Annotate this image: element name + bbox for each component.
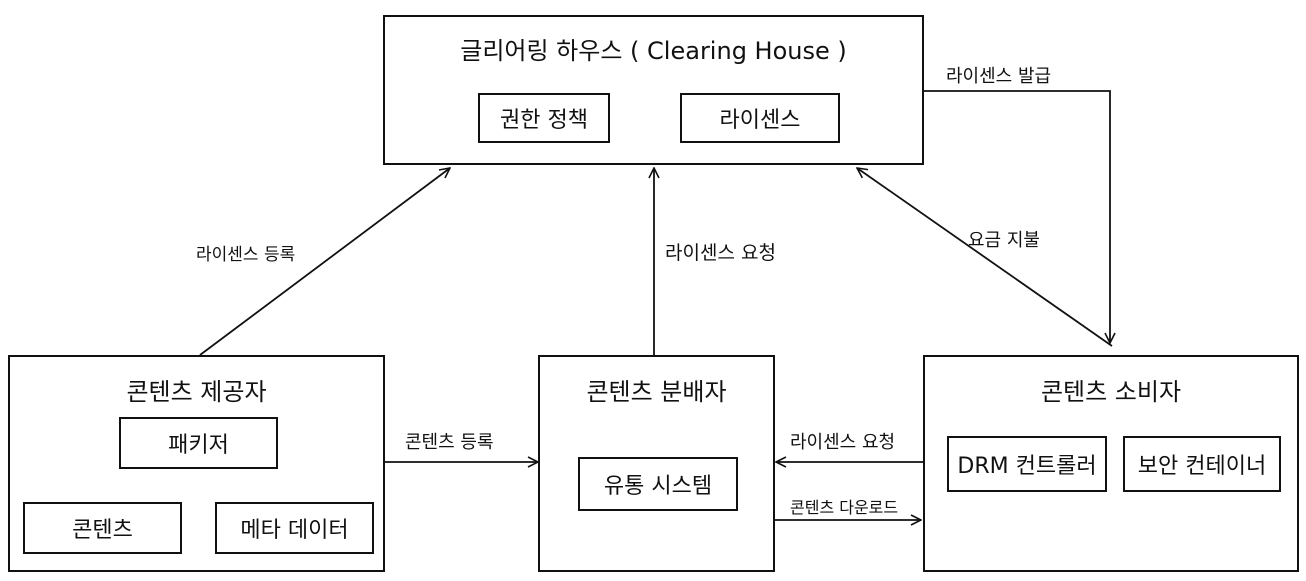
label-license-issue: 라이센스 발급 xyxy=(946,66,1052,87)
clearing-house-title: 글리어링 하우스 ( Clearing House ) xyxy=(460,37,847,65)
label-license-request-up: 라이센스 요청 xyxy=(665,242,776,264)
secure-container-box: 보안 컨테이너 xyxy=(1123,436,1281,492)
label-license-request-right: 라이센스 요청 xyxy=(790,432,896,453)
label-content-register: 콘텐츠 등록 xyxy=(405,432,494,453)
license-box: 라이센스 xyxy=(680,93,840,143)
clearing-house-box: 글리어링 하우스 ( Clearing House ) 권한 정책 라이센스 xyxy=(383,15,924,165)
content-distributor-title: 콘텐츠 분배자 xyxy=(586,378,727,406)
content-provider-title: 콘텐츠 제공자 xyxy=(126,378,267,406)
content-provider-box: 콘텐츠 제공자 패키저 콘텐츠 메타 데이터 xyxy=(8,355,385,572)
arrow-fee-payment xyxy=(857,168,1113,347)
rights-policy-box: 권한 정책 xyxy=(478,93,610,143)
content-consumer-box: 콘텐츠 소비자 DRM 컨트롤러 보안 컨테이너 xyxy=(923,355,1299,572)
packager-box: 패키저 xyxy=(119,417,278,469)
content-box: 콘텐츠 xyxy=(23,502,182,554)
metadata-box: 메타 데이터 xyxy=(215,502,374,554)
distribution-system-box: 유통 시스템 xyxy=(578,457,738,511)
label-content-download: 콘텐츠 다운로드 xyxy=(790,498,899,517)
label-fee-payment: 요금 지불 xyxy=(968,230,1040,251)
arrow-license-issue xyxy=(923,90,1110,343)
arrow-license-register xyxy=(199,168,450,356)
drm-controller-box: DRM 컨트롤러 xyxy=(947,436,1107,492)
content-consumer-title: 콘텐츠 소비자 xyxy=(1040,378,1182,406)
content-distributor-box: 콘텐츠 분배자 유통 시스템 xyxy=(538,355,775,572)
label-license-register: 라이센스 등록 xyxy=(196,245,296,265)
